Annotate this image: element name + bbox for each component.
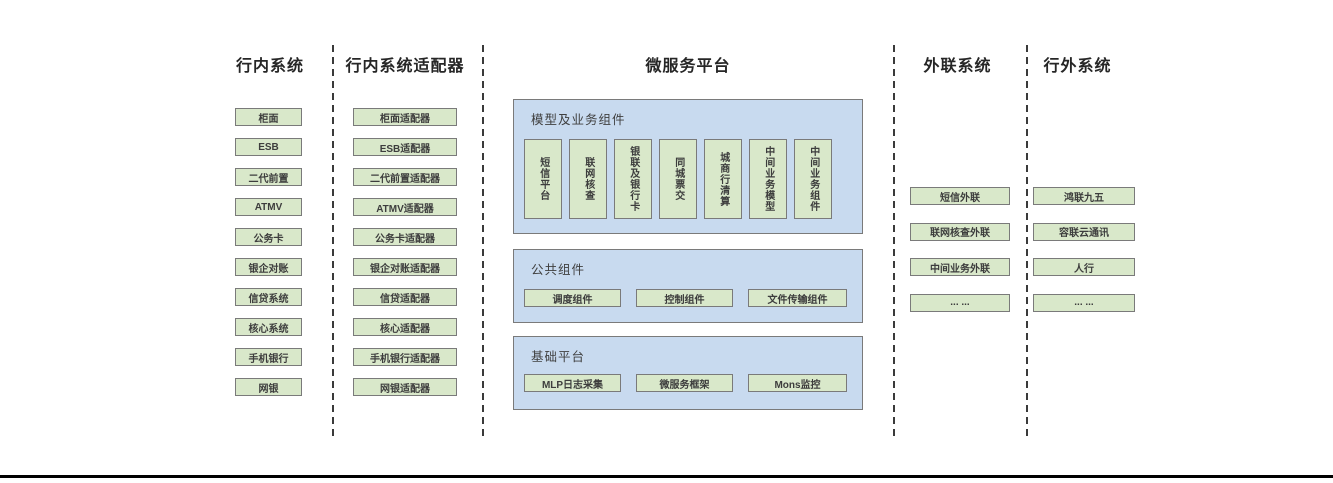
internal-system-box: 信贷系统 <box>235 288 302 306</box>
external-link-box: 短信外联 <box>910 187 1010 205</box>
external-link-systems-list: 短信外联联网核查外联中间业务外联 ... ... <box>910 187 1010 312</box>
panel-model-business-components: 模型及业务组件 短信平台联网核查银联及银行卡同城票交城商行清算中间业务模型中间业… <box>513 99 863 234</box>
component-box-vertical: 联网核查 <box>569 139 607 219</box>
internal-system-box: 手机银行 <box>235 348 302 366</box>
adapter-box: 网银适配器 <box>353 378 457 396</box>
internal-system-box: 柜面 <box>235 108 302 126</box>
column-separator-2 <box>482 45 484 438</box>
internal-system-box: ESB <box>235 138 302 156</box>
adapter-box: 核心适配器 <box>353 318 457 336</box>
internal-system-box: 银企对账 <box>235 258 302 276</box>
adapter-box: ESB适配器 <box>353 138 457 156</box>
external-link-box: 中间业务外联 <box>910 258 1010 276</box>
model-business-components-list: 短信平台联网核查银联及银行卡同城票交城商行清算中间业务模型中间业务组件 <box>524 139 832 219</box>
adapter-box: 手机银行适配器 <box>353 348 457 366</box>
adapter-box: 银企对账适配器 <box>353 258 457 276</box>
panel-label-base-platform: 基础平台 <box>531 350 586 364</box>
component-box: 文件传输组件 <box>748 289 847 307</box>
column-header-external-link-systems: 外联系统 <box>923 58 992 75</box>
component-box: Mons监控 <box>748 374 847 392</box>
internal-system-box: 网银 <box>235 378 302 396</box>
internal-system-box: 二代前置 <box>235 168 302 186</box>
component-box: 微服务框架 <box>636 374 733 392</box>
outside-system-box: 人行 <box>1033 258 1135 276</box>
external-link-box: ... ... <box>910 293 1010 312</box>
column-separator-4 <box>1026 45 1028 438</box>
component-box-vertical: 城商行清算 <box>704 139 742 219</box>
component-box-vertical: 银联及银行卡 <box>614 139 652 219</box>
column-separator-3 <box>893 45 895 438</box>
component-box: 控制组件 <box>636 289 733 307</box>
panel-common-components: 公共组件 调度组件控制组件文件传输组件 <box>513 249 863 323</box>
common-components-list: 调度组件控制组件文件传输组件 <box>524 289 847 307</box>
component-box-vertical: 中间业务组件 <box>794 139 832 219</box>
panel-label-common-components: 公共组件 <box>531 263 586 277</box>
column-separator-1 <box>332 45 334 438</box>
panel-label-model-business-components: 模型及业务组件 <box>531 113 626 127</box>
component-box: 调度组件 <box>524 289 621 307</box>
column-header-microservice-platform: 微服务平台 <box>645 58 731 75</box>
component-box-vertical: 中间业务模型 <box>749 139 787 219</box>
base-platform-list: MLP日志采集微服务框架 Mons监控 <box>524 374 847 392</box>
adapter-box: 柜面适配器 <box>353 108 457 126</box>
external-link-box: 联网核查外联 <box>910 222 1010 241</box>
adapter-box: 信贷适配器 <box>353 288 457 306</box>
column-header-internal-adapters: 行内系统适配器 <box>345 58 465 75</box>
adapter-box: ATMV适配器 <box>353 198 457 216</box>
outside-system-box: ... ... <box>1033 293 1135 312</box>
outside-system-box: 鸿联九五 <box>1033 187 1135 205</box>
internal-system-box: 核心系统 <box>235 318 302 336</box>
internal-adapters-list: 柜面适配器 ESB适配器二代前置适配器 ATMV适配器公务卡适配器银企对账适配器信贷… <box>353 108 457 396</box>
component-box-vertical: 同城票交 <box>659 139 697 219</box>
column-header-outside-systems: 行外系统 <box>1043 58 1112 75</box>
outside-system-box: 容联云通讯 <box>1033 222 1135 241</box>
component-box-vertical: 短信平台 <box>524 139 562 219</box>
internal-system-box: 公务卡 <box>235 228 302 246</box>
panel-base-platform: 基础平台 MLP日志采集微服务框架 Mons监控 <box>513 336 863 410</box>
adapter-box: 二代前置适配器 <box>353 168 457 186</box>
internal-systems-list: 柜面 ESB 二代前置 ATMV 公务卡银企对账信贷系统核心系统手机银行网银 <box>235 108 302 396</box>
component-box: MLP日志采集 <box>524 374 621 392</box>
bottom-border-line <box>0 475 1333 478</box>
outside-systems-list: 鸿联九五容联云通讯人行 ... ... <box>1033 187 1135 312</box>
adapter-box: 公务卡适配器 <box>353 228 457 246</box>
column-header-internal-systems: 行内系统 <box>235 58 304 75</box>
internal-system-box: ATMV <box>235 198 302 216</box>
